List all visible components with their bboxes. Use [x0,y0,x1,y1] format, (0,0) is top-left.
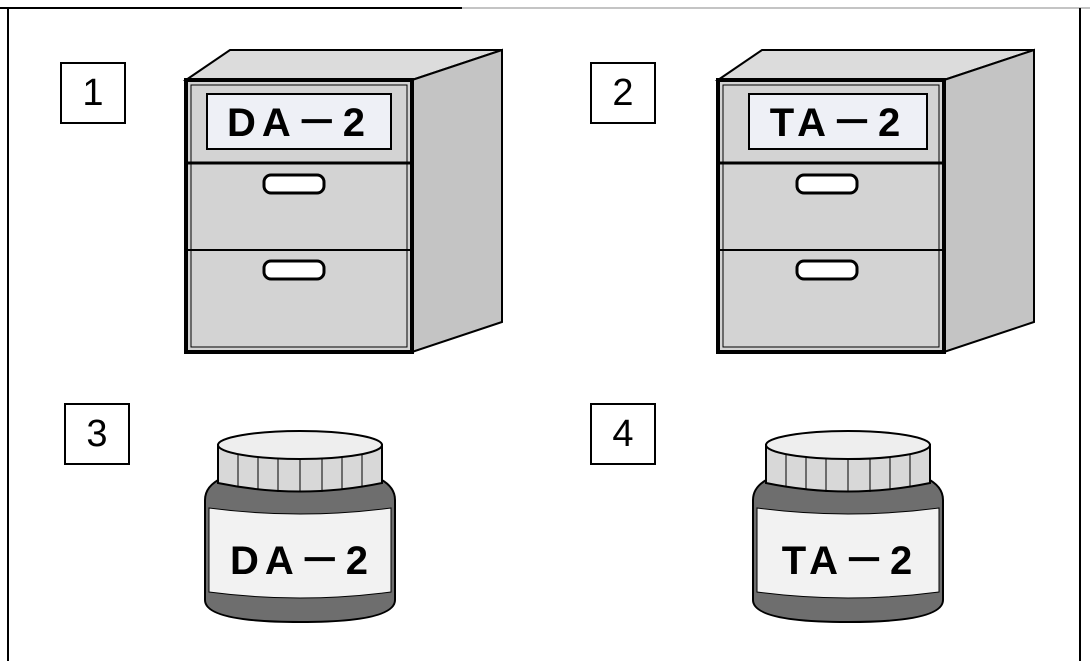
cabinet-label: TA－2 [770,101,907,145]
drawer-handle [262,259,326,281]
jar-label: TA－2 [782,539,919,583]
jar-4: TA－2 [752,430,944,624]
drawer-handle [262,173,326,195]
panel-number-3: 3 [64,403,130,465]
jar-3: DA－2 [204,430,396,624]
cabinet-label: DA－2 [227,101,371,145]
jar-label: DA－2 [230,539,374,583]
file-cabinet-1: DA－2 [182,48,503,354]
panel-number-4: 4 [590,403,656,465]
panel-number-1: 1 [60,62,126,124]
file-cabinet-2: TA－2 [714,48,1035,354]
drawer-handle [795,259,859,281]
figure-frame [0,7,1090,661]
drawer-handle [795,173,859,195]
panel-number-2: 2 [590,62,656,124]
